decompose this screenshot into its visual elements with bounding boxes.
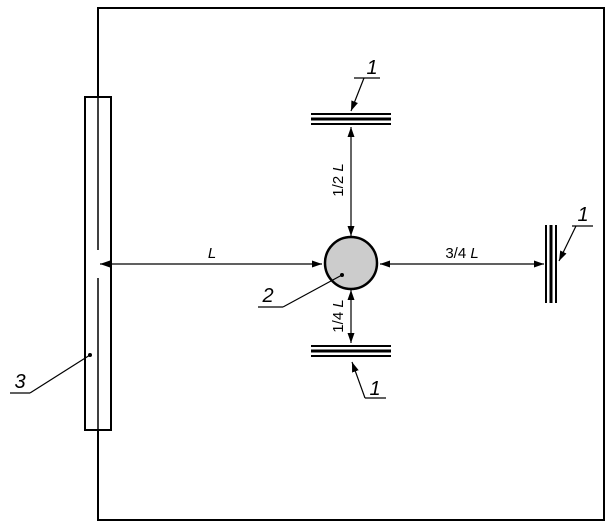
dimension-label-right: 3/4 L xyxy=(445,245,478,262)
sensor-bottom xyxy=(311,345,391,357)
dimension-label-bottom: 1/4 L xyxy=(330,299,347,332)
leader-sensor-right xyxy=(558,225,593,262)
label-sensor-right: 1 xyxy=(577,204,588,226)
dimension-label-top: 1/2 L xyxy=(330,163,347,196)
sensor-top xyxy=(311,113,391,125)
sensor-right xyxy=(545,225,557,303)
label-source: 2 xyxy=(261,285,273,307)
leader-sensor-top xyxy=(350,77,380,112)
label-wall: 3 xyxy=(14,371,25,393)
label-sensor-bottom: 1 xyxy=(369,378,380,400)
source-circle xyxy=(323,235,379,291)
leader-sensor-bottom xyxy=(351,361,386,399)
leader-wall xyxy=(10,353,92,394)
dimension-label-left: L xyxy=(208,245,216,262)
leader-source xyxy=(258,273,344,308)
label-sensor-top: 1 xyxy=(366,57,377,79)
